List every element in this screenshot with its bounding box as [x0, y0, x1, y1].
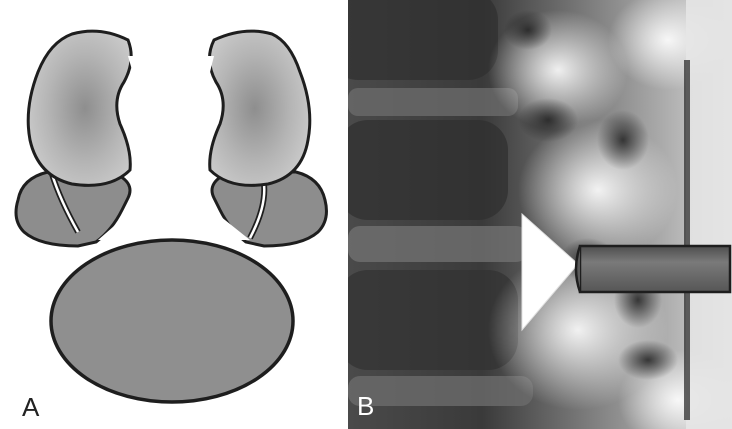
dark-spot-1 [518, 98, 578, 142]
cylinder-body [580, 246, 730, 292]
vertebra-segment-1 [348, 0, 498, 80]
vertebral-body-ellipse [51, 240, 293, 402]
left-facet-shape [28, 31, 131, 185]
disc-band-2 [348, 226, 528, 262]
scan-image [348, 0, 732, 429]
disc-band-1 [348, 88, 518, 116]
panel-label-b: B [357, 393, 374, 419]
panel-a-schematic: A [0, 0, 345, 429]
panel-label-a: A [22, 394, 39, 420]
right-bright-strip [686, 0, 732, 429]
vertebra-schematic-drawing [0, 0, 345, 429]
dark-spot-6 [504, 10, 552, 50]
dark-spot-2 [597, 110, 649, 170]
disc-band-3 [348, 376, 533, 406]
panel-b-scan: B [348, 0, 732, 429]
right-dark-edge [684, 60, 690, 420]
dark-spot-5 [618, 340, 678, 380]
right-facet-shape [209, 31, 309, 185]
vertebra-segment-2 [348, 120, 508, 220]
